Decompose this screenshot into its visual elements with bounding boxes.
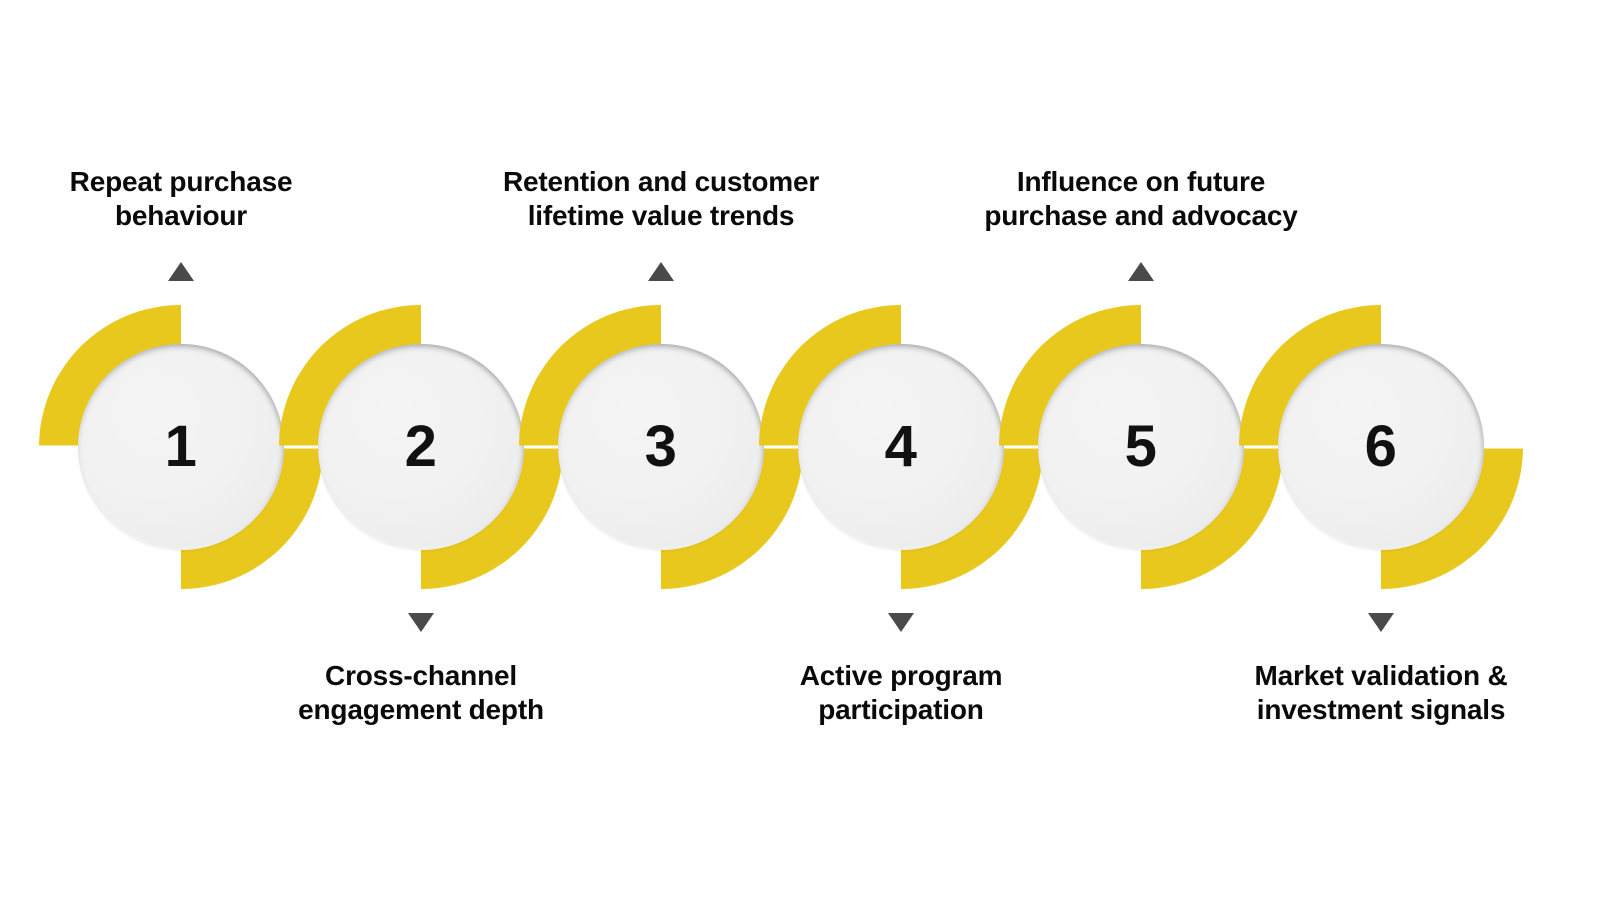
triangle-down-icon	[888, 613, 914, 632]
step-number-label: 4	[884, 414, 918, 479]
step-number-label: 1	[164, 414, 198, 479]
step-number-label: 6	[1364, 414, 1398, 479]
step-node-4[interactable]: 4	[798, 344, 1004, 550]
step-node-1[interactable]: 1	[78, 344, 284, 550]
step-caption-1: Repeat purchase behaviour	[69, 166, 293, 232]
step-caption-4: Active program participation	[799, 660, 1003, 726]
step-number-label: 5	[1124, 414, 1158, 479]
triangle-up-icon	[648, 262, 674, 281]
step-node-3[interactable]: 3	[558, 344, 764, 550]
step-caption-5: Influence on future purchase and advocac…	[984, 166, 1298, 232]
triangle-up-icon	[1128, 262, 1154, 281]
triangle-up-icon	[168, 262, 194, 281]
step-number-label: 2	[404, 414, 438, 479]
step-node-5[interactable]: 5	[1038, 344, 1244, 550]
step-caption-6: Market validation & investment signals	[1254, 660, 1508, 726]
step-caption-2: Cross-channel engagement depth	[298, 660, 544, 726]
step-node-2[interactable]: 2	[318, 344, 524, 550]
triangle-down-icon	[1368, 613, 1394, 632]
step-caption-3: Retention and customer lifetime value tr…	[502, 166, 820, 232]
triangle-down-icon	[408, 613, 434, 632]
step-number-label: 3	[644, 414, 678, 479]
step-node-6[interactable]: 6	[1278, 344, 1484, 550]
